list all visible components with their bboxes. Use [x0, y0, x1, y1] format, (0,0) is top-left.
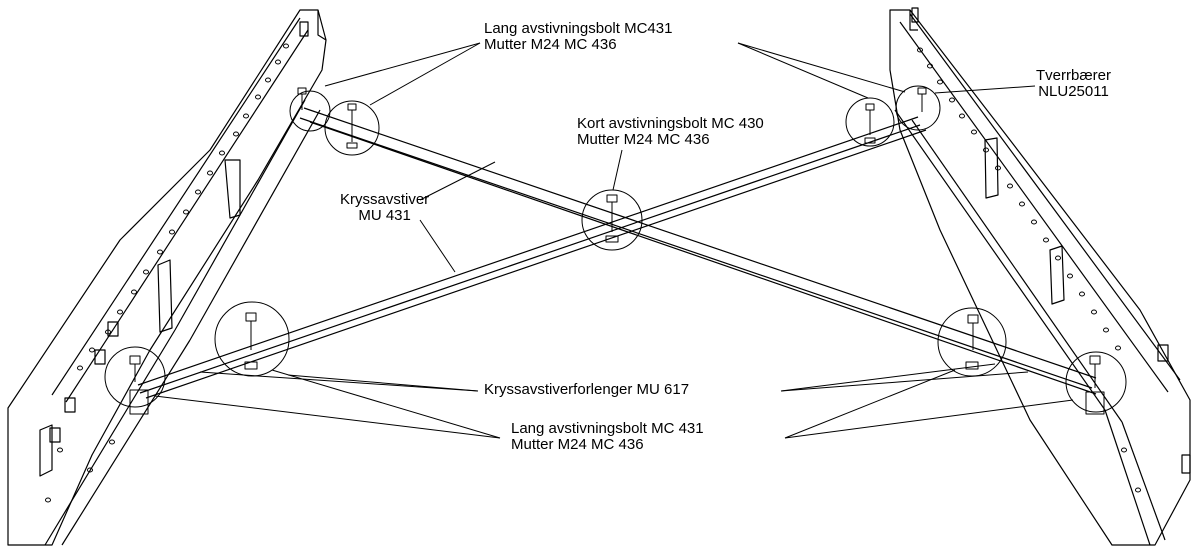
label-top-long-bolt-line2: Mutter M24 MC 436 [484, 36, 617, 53]
right-beam-holes [917, 47, 1141, 493]
label-cross-beam-line2: NLU25011 [1038, 83, 1109, 100]
label-brace-extender-line1: Kryssavstiverforlenger MU 617 [484, 381, 690, 398]
left-cross-beam [7, 9, 327, 546]
label-top-long-bolt-line1: Lang avstivningsbolt MC431 [484, 20, 673, 37]
cross-brace-b [137, 116, 927, 399]
cross-brace-a [299, 107, 1097, 395]
label-cross-brace-line2: MU 431 [358, 207, 411, 224]
bolts [129, 87, 1105, 415]
label-bottom-long-bolt-line1: Lang avstivningsbolt MC 431 [511, 420, 704, 437]
label-cross-brace: Kryssavstiver MU 431 [340, 192, 429, 224]
label-cross-brace-line1: Kryssavstiver [340, 191, 430, 208]
label-cross-beam-line1: Tverrbærer [1036, 67, 1112, 84]
right-cross-beam [889, 7, 1191, 546]
label-short-bolt-line2: Mutter M24 MC 436 [577, 131, 710, 148]
leader-lines [154, 42, 1074, 439]
label-cross-beam: Tverrbærer NLU25011 [1036, 68, 1111, 100]
label-short-bolt: Kort avstivningsbolt MC 430 Mutter M24 M… [577, 116, 764, 148]
left-beam-holes [45, 43, 289, 503]
label-bottom-long-bolt-line2: Mutter M24 MC 436 [511, 436, 644, 453]
label-bottom-long-bolt: Lang avstivningsbolt MC 431 Mutter M24 M… [511, 421, 704, 453]
label-short-bolt-line1: Kort avstivningsbolt MC 430 [577, 115, 764, 132]
label-brace-extender: Kryssavstiverforlenger MU 617 [484, 382, 689, 398]
label-top-long-bolt: Lang avstivningsbolt MC431 Mutter M24 MC… [484, 21, 672, 53]
